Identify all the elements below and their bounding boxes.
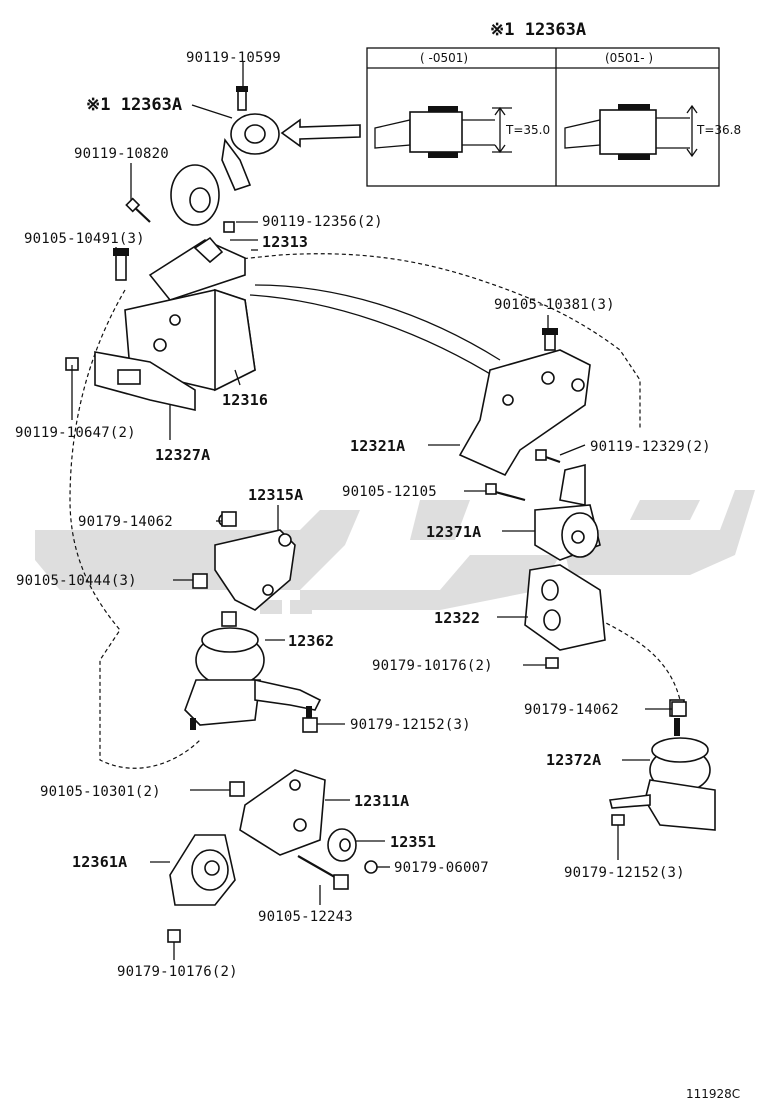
label-90119-10647: 90119-10647(2) [15,425,136,441]
engine-outline [69,253,681,769]
engine-bracket-left-drawing [94,236,256,411]
label-90105-12105: 90105-12105 [342,484,437,500]
label-90119-12329: 90119-12329(2) [590,439,711,455]
label-90105-10444: 90105-10444(3) [16,573,137,589]
label-12363A: ※1 12363A [86,95,182,115]
pointer-arrow [280,118,361,148]
label-90119-10820: 90119-10820 [74,146,169,162]
engine-mount-upper-drawing [170,86,280,226]
label-90179-12152-b: 90179-12152(3) [564,865,685,881]
bolt-drawings [65,197,561,890]
bracket-12321A-drawing [458,349,591,477]
label-90105-12243: 90105-12243 [258,909,353,925]
part-labels: 90119-10599 ※1 12363A 90119-10820 90119-… [15,50,711,980]
label-12327A: 12327A [155,446,210,464]
leader-lines [71,62,672,960]
label-90179-14062-a: 90179-14062 [78,514,173,530]
label-12313: 12313 [262,233,308,251]
inset-col-right: (0501- ) [605,51,653,65]
label-12311A: 12311A [354,792,409,810]
watermark-logo [35,490,755,614]
label-90105-10491: 90105-10491(3) [24,231,145,247]
label-90179-06007: 90179-06007 [394,860,489,876]
bracket-12322-drawing [524,564,606,669]
label-12361A: 12361A [72,853,127,871]
inset-title: ※1 12363A [490,20,586,40]
inset-col-left: ( -0501) [420,51,468,65]
label-12316: 12316 [222,391,268,409]
mount-12371A-drawing [534,463,601,561]
inset-t-right: T=36.8 [696,123,741,137]
label-90179-10176-b: 90179-10176(2) [117,964,238,980]
figure-id: 111928C [686,1087,740,1101]
inset-t-left: T=35.0 [505,123,550,137]
inset-box: ※1 12363A ( -0501) (0501- ) T=35.0 [366,20,741,187]
label-90119-10599: 90119-10599 [186,50,281,66]
bracket-12311A-drawing [239,769,326,856]
mount-12362-drawing [184,611,322,730]
label-12322: 12322 [434,609,480,627]
label-90119-12356: 90119-12356(2) [262,214,383,230]
label-12351: 12351 [390,833,436,851]
label-90105-10381: 90105-10381(3) [494,297,615,313]
bushing-left-drawing: T=35.0 [374,106,550,158]
label-12372A: 12372A [546,751,601,769]
mount-12361A-drawing [167,834,236,943]
bushing-right-drawing: T=36.8 [564,104,741,160]
label-90105-10301: 90105-10301(2) [40,784,161,800]
mount-12372A-drawing [609,699,716,831]
label-90179-12152-a: 90179-12152(3) [350,717,471,733]
label-12315A: 12315A [248,486,303,504]
label-90179-10176-a: 90179-10176(2) [372,658,493,674]
label-12321A: 12321A [350,437,405,455]
label-12371A: 12371A [426,523,481,541]
label-12362: 12362 [288,632,334,650]
label-90179-14062-b: 90179-14062 [524,702,619,718]
nut-drawings [221,511,687,733]
bushing-12351-drawing [327,828,378,874]
bracket-12315A-drawing [214,513,296,611]
